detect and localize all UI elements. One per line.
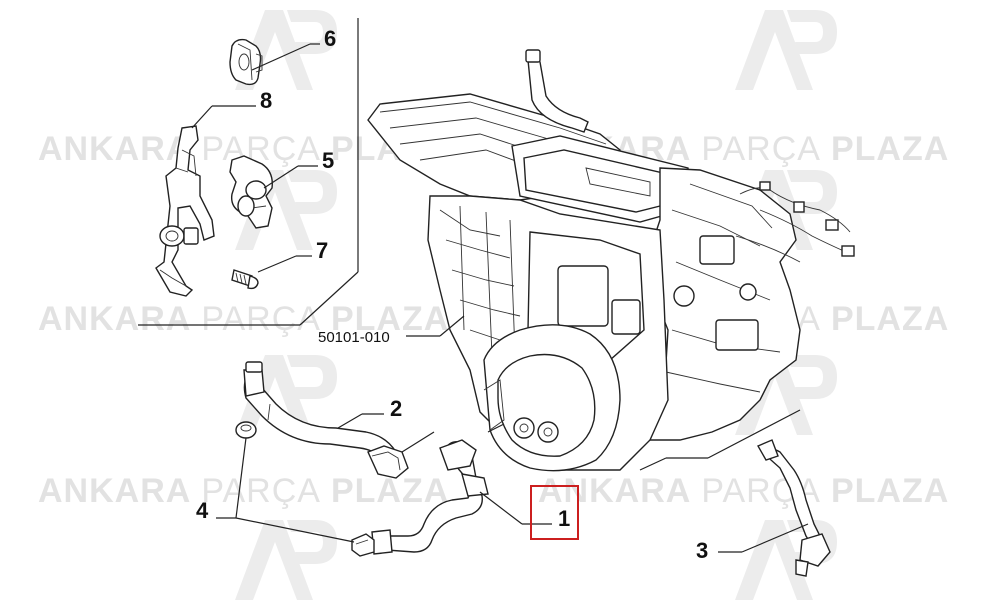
- callout-2[interactable]: 2: [390, 396, 402, 421]
- wm-text-12: PLAZA: [831, 300, 949, 338]
- callout-7[interactable]: 7: [316, 238, 328, 263]
- wm-text-7: ANKARA: [38, 300, 191, 338]
- part-6-grommet[interactable]: [229, 38, 263, 86]
- callout-4[interactable]: 4: [196, 498, 209, 523]
- wm-text-16: ANKARA: [538, 472, 691, 510]
- wm-text-18: PLAZA: [831, 472, 949, 510]
- callout-3[interactable]: 3: [696, 538, 708, 563]
- part-7-bolt[interactable]: [231, 269, 259, 290]
- wm-text-1: ANKARA: [38, 130, 191, 168]
- part-4-grommets[interactable]: [235, 421, 375, 557]
- callout-5[interactable]: 5: [322, 148, 334, 173]
- part-5-clamp[interactable]: [229, 155, 273, 229]
- wm-text-9: PLAZA: [331, 300, 449, 338]
- wm-text-5: PARÇA: [701, 130, 821, 168]
- wm-text-6: PLAZA: [831, 130, 949, 168]
- assembly-ref-label[interactable]: 50101-010: [318, 329, 390, 346]
- wm-text-8: PARÇA: [201, 300, 321, 338]
- callout-1-highlight-box: [530, 485, 579, 540]
- wm-text-2: PARÇA: [201, 130, 321, 168]
- part-8-bracket[interactable]: [155, 125, 215, 297]
- inset-frame: [138, 18, 359, 326]
- watermark-logos: [235, 10, 837, 600]
- part-2-hose[interactable]: [243, 361, 409, 479]
- wm-text-13: ANKARA: [38, 472, 191, 510]
- callout-1[interactable]: 1: [558, 506, 570, 531]
- leader-lines: [191, 43, 809, 553]
- wm-text-14: PARÇA: [201, 472, 321, 510]
- part-1-hose[interactable]: [371, 439, 489, 555]
- callout-8[interactable]: 8: [260, 88, 272, 113]
- hvac-unit[interactable]: [367, 49, 855, 472]
- wm-text-15: PLAZA: [331, 472, 449, 510]
- part-3-hose[interactable]: [757, 439, 831, 577]
- callout-6[interactable]: 6: [324, 26, 336, 51]
